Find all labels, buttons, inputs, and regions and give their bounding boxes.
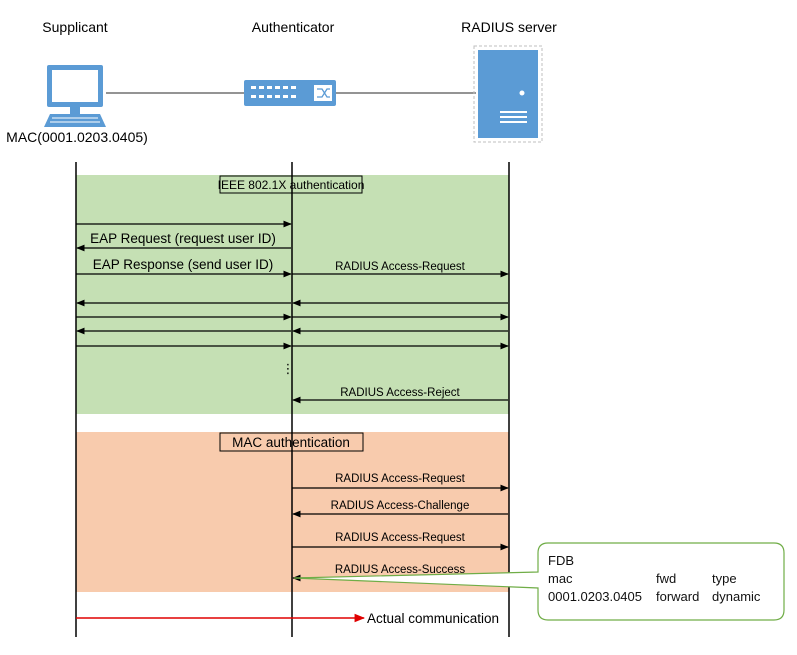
fdb-callout-shape bbox=[293, 542, 785, 621]
fdb-header-fwd: fwd bbox=[656, 571, 677, 586]
authenticator-label: Authenticator bbox=[252, 19, 335, 35]
actual-communication-label: Actual communication bbox=[367, 611, 499, 626]
mac-label: MAC(0001.0203.0405) bbox=[6, 129, 148, 145]
radius-server-label: RADIUS server bbox=[461, 19, 557, 35]
supplicant-label: Supplicant bbox=[42, 19, 107, 35]
fdb-entry-mac: 0001.0203.0405 bbox=[548, 589, 642, 604]
computer-icon bbox=[44, 65, 106, 127]
fdb-entry-type: dynamic bbox=[712, 589, 761, 604]
fdb-header-type: type bbox=[712, 571, 737, 586]
radius-access-request-label-3: RADIUS Access-Request bbox=[335, 532, 466, 544]
switch-icon bbox=[244, 80, 336, 106]
fdb-table: FDB mac fwd type 0001.0203.0405 forward … bbox=[536, 543, 784, 620]
eap-response-label: EAP Response (send user ID) bbox=[93, 257, 274, 272]
radius-access-request-label-2: RADIUS Access-Request bbox=[335, 473, 466, 485]
eap-request-label: EAP Request (request user ID) bbox=[90, 231, 276, 246]
continuation-ellipsis: ⋮ bbox=[282, 361, 295, 376]
fdb-entry-row: 0001.0203.0405 forward dynamic bbox=[548, 589, 778, 605]
fdb-title: FDB bbox=[548, 553, 574, 568]
fdb-header-row: mac fwd type bbox=[548, 571, 778, 587]
radius-access-challenge-label: RADIUS Access-Challenge bbox=[331, 500, 470, 512]
radius-access-request-label-1: RADIUS Access-Request bbox=[335, 261, 466, 273]
server-icon bbox=[473, 45, 543, 143]
fdb-entry-fwd: forward bbox=[656, 589, 700, 604]
dot1x-title-box bbox=[219, 175, 363, 194]
mac-auth-title: MAC authentication bbox=[232, 435, 350, 450]
radius-access-reject-label: RADIUS Access-Reject bbox=[340, 387, 460, 399]
dot1x-title: IEEE 802.1X authentication bbox=[218, 178, 365, 192]
fdb-header-mac: mac bbox=[548, 571, 573, 586]
radius-access-success-label: RADIUS Access-Success bbox=[335, 564, 466, 576]
